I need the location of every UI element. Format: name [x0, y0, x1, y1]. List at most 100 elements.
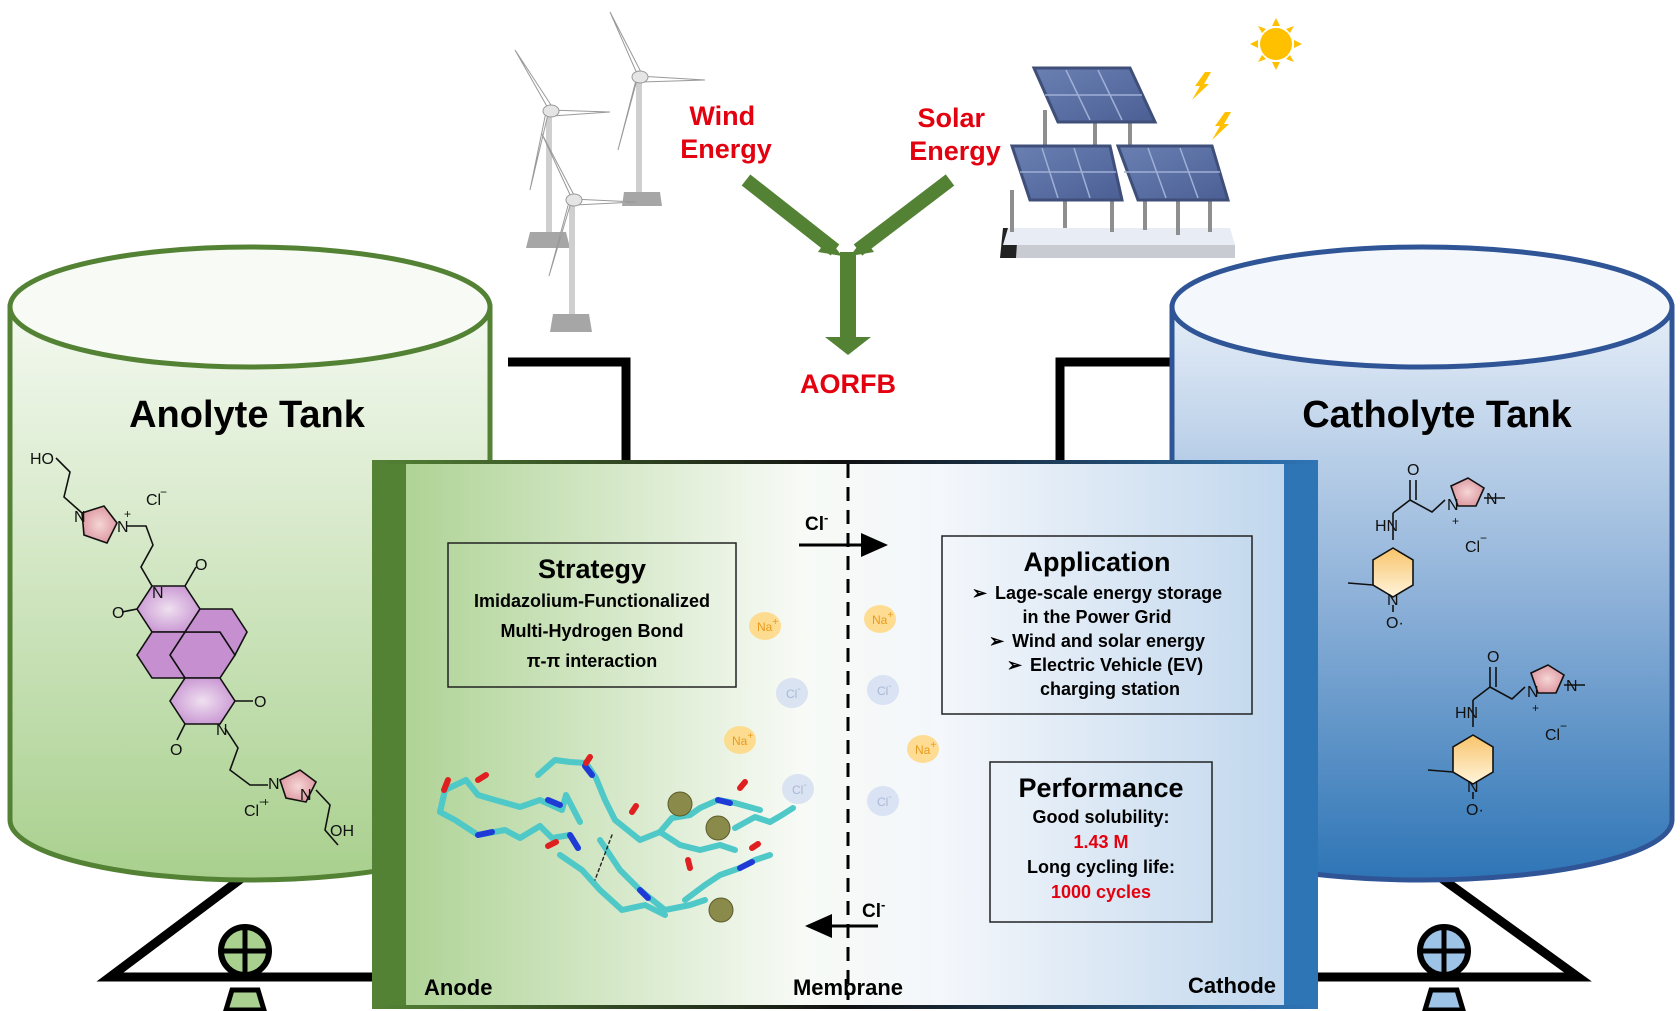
aorfb-label: AORFB [800, 369, 896, 399]
strategy-box: Strategy Imidazolium-Functionalized Mult… [447, 542, 737, 688]
svg-text:O: O [1407, 462, 1419, 479]
svg-text:Cl-: Cl- [877, 681, 892, 698]
anolyte-top-pipe [508, 357, 631, 463]
ion-flow-top: Cl- [799, 510, 888, 557]
membrane-label: Membrane [793, 975, 903, 1000]
application-item: ➢Electric Vehicle (EV) [1007, 655, 1203, 675]
chloride-atom [705, 815, 731, 841]
svg-text:Cl-: Cl- [786, 684, 801, 701]
svg-text:O: O [195, 557, 207, 574]
cathode-electrode [1284, 464, 1314, 1005]
application-item: ➢Lage-scale energy storage [972, 583, 1222, 603]
svg-text:N: N [117, 519, 129, 536]
solar-arrow [853, 174, 955, 256]
catholyte-bottom-pipe [1316, 871, 1592, 982]
svg-text:Na+: Na+ [915, 740, 936, 757]
svg-text:N: N [300, 787, 312, 804]
performance-box: Performance Good solubility: 1.43 M Long… [989, 761, 1213, 923]
wind-energy-label: Wind Energy [680, 101, 772, 164]
counterion-label: Cl [1465, 539, 1480, 556]
energy-convergence-arrows [741, 174, 955, 355]
svg-text:HN: HN [1455, 705, 1478, 722]
svg-text:−: − [1560, 719, 1567, 733]
cathode-label: Cathode [1188, 973, 1276, 998]
svg-text:O·: O· [1466, 802, 1484, 819]
catholyte-tank-title: Catholyte Tank [1302, 394, 1572, 436]
anolyte-pump-icon [218, 924, 272, 1011]
performance-title: Performance [1018, 773, 1183, 803]
strategy-item: π-π interaction [527, 651, 658, 671]
catholyte-molecule-structure: HN O N + N Cl − N O· [1427, 649, 1585, 819]
sodium-ion: Na+ [724, 726, 756, 754]
ion-flow-bottom: Cl- [805, 897, 885, 938]
ion-bubbles: Na+ Na+ Na+ Na+ Cl- Cl- Cl- Cl- [724, 605, 939, 816]
solar-panel [1115, 144, 1231, 202]
sodium-ion: Na+ [864, 605, 896, 633]
wind-turbine-icon [541, 133, 637, 332]
lightning-bolt-icon [1192, 72, 1231, 140]
application-item: charging station [1040, 679, 1180, 699]
flow-cell [372, 460, 1318, 1009]
svg-text:+: + [262, 795, 269, 809]
svg-text:O: O [170, 742, 182, 759]
cycling-value: 1000 cycles [1051, 882, 1151, 902]
svg-text:N: N [216, 722, 228, 739]
svg-text:−: − [1480, 531, 1487, 545]
svg-text:Cl-: Cl- [877, 792, 892, 809]
wind-turbines-icon [514, 11, 706, 332]
aorfb-arrow [840, 252, 856, 337]
svg-text:+: + [1532, 701, 1539, 715]
anolyte-tank-title: Anolyte Tank [129, 394, 366, 436]
solar-panel [1009, 144, 1124, 202]
svg-text:N: N [152, 585, 164, 602]
strategy-item: Imidazolium-Functionalized [474, 591, 710, 611]
svg-text:Na+: Na+ [872, 610, 893, 627]
wind-turbine-icon [514, 49, 611, 248]
counterion-label: Cl [244, 803, 259, 820]
strategy-item: Multi-Hydrogen Bond [501, 621, 684, 641]
sodium-ion: Na+ [749, 612, 781, 640]
svg-text:Na+: Na+ [732, 731, 753, 748]
catholyte-pump-icon [1417, 924, 1471, 1011]
chloride-ion: Cl- [867, 786, 899, 816]
sun-icon [1250, 18, 1302, 70]
svg-text:Cl-: Cl- [862, 897, 885, 922]
tank-lid [1169, 244, 1675, 370]
application-item: in the Power Grid [1022, 607, 1171, 627]
anolyte-molecule-structure [55, 457, 339, 846]
svg-text:N: N [1566, 678, 1578, 695]
tank-lid [7, 244, 493, 370]
solar-panels-icon [1000, 66, 1235, 258]
svg-text:+: + [124, 507, 131, 521]
anolyte-tank [7, 244, 493, 883]
svg-text:O: O [254, 694, 266, 711]
svg-text:HN: HN [1375, 518, 1398, 535]
svg-text:N: N [1447, 497, 1459, 514]
chloride-ion: Cl- [867, 675, 899, 705]
svg-text:N: N [268, 776, 280, 793]
anode-label: Anode [424, 975, 492, 1000]
svg-text:N: N [74, 509, 86, 526]
anolyte-bottom-pipe [96, 871, 374, 982]
chloride-ion: Cl- [782, 774, 814, 804]
counterion-label: Cl [1545, 727, 1560, 744]
svg-text:N: N [1467, 779, 1479, 796]
svg-text:HO: HO [30, 451, 54, 468]
svg-text:+: + [1452, 514, 1459, 528]
wind-arrow [741, 174, 840, 256]
application-item: ➢Wind and solar energy [989, 631, 1205, 651]
svg-text:N: N [1387, 592, 1399, 609]
molecular-dynamics-snapshot [437, 754, 796, 923]
counterion-label: Cl [146, 492, 161, 509]
anolyte-molecule-labels: HO Cl − N N + N O O O N O N + N Cl − OH [30, 451, 354, 840]
chloride-atom [708, 897, 734, 923]
solubility-value: 1.43 M [1073, 832, 1128, 852]
pipes [96, 357, 1592, 982]
svg-text:O: O [112, 605, 124, 622]
solar-energy-label: Solar Energy [909, 103, 1001, 166]
anode-electrode [376, 464, 406, 1005]
svg-text:O·: O· [1386, 615, 1404, 632]
cycling-label: Long cycling life: [1027, 857, 1175, 877]
wind-turbine-icon [609, 11, 706, 206]
